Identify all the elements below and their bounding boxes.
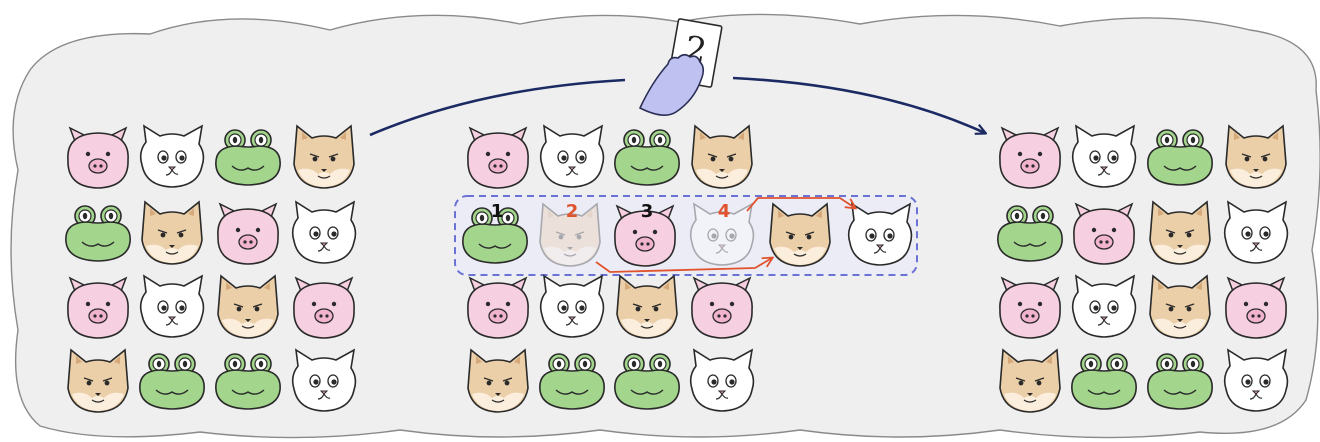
before-fox-icon (67, 348, 129, 413)
position-label-1: 1 (491, 201, 504, 222)
hand-icon (638, 53, 705, 116)
middle-pig-icon (467, 276, 529, 339)
after-fox-icon (1149, 200, 1211, 265)
before-frog-icon (215, 129, 281, 186)
selection-fox-icon (769, 202, 831, 267)
before-cat-icon (291, 348, 357, 412)
before-frog-icon (65, 205, 131, 262)
middle-cat-icon (689, 348, 755, 412)
selection-pig-icon (614, 204, 676, 267)
position-label-2: 2 (566, 201, 579, 222)
after-pig-icon (999, 126, 1061, 189)
after-fox-icon (999, 348, 1061, 413)
before-frog-icon (215, 353, 281, 410)
move-arrow-upper (746, 197, 855, 212)
after-frog-icon (1147, 353, 1213, 410)
after-frog-icon (1071, 353, 1137, 410)
before-cat-icon (139, 124, 205, 188)
middle-fox-icon (691, 124, 753, 189)
before-pig-icon (67, 126, 129, 189)
before-pig-icon (217, 202, 279, 265)
after-cat-icon (1223, 200, 1289, 264)
selection-cat-icon (689, 202, 755, 266)
after-pig-icon (999, 276, 1061, 339)
middle-fox-icon (616, 274, 678, 339)
selection-fox-icon (539, 202, 601, 267)
position-label-3: 3 (641, 201, 654, 222)
before-fox-icon (293, 124, 355, 189)
after-cat-icon (1071, 274, 1137, 338)
after-cat-icon (1071, 124, 1137, 188)
after-fox-icon (1149, 274, 1211, 339)
middle-cat-icon (539, 274, 605, 338)
middle-frog-icon (539, 353, 605, 410)
arrow-before-to-card (369, 78, 626, 137)
after-fox-icon (1225, 124, 1287, 189)
before-cat-icon (139, 274, 205, 338)
before-fox-icon (217, 274, 279, 339)
position-label-4: 4 (718, 201, 731, 222)
middle-pig-icon (467, 126, 529, 189)
before-pig-icon (293, 276, 355, 339)
before-frog-icon (139, 353, 205, 410)
after-pig-icon (1225, 276, 1287, 339)
middle-cat-icon (539, 124, 605, 188)
after-pig-icon (1073, 202, 1135, 265)
middle-frog-icon (614, 353, 680, 410)
selection-cat-icon (847, 202, 913, 266)
arrow-card-to-after (732, 76, 985, 133)
after-frog-icon (1147, 129, 1213, 186)
after-frog-icon (997, 205, 1063, 262)
middle-fox-icon (467, 348, 529, 413)
before-pig-icon (67, 276, 129, 339)
selection-frog-icon (462, 207, 528, 264)
move-arrow-lower (595, 258, 772, 273)
middle-pig-icon (691, 276, 753, 339)
middle-frog-icon (614, 129, 680, 186)
before-fox-icon (141, 200, 203, 265)
before-cat-icon (291, 200, 357, 264)
after-cat-icon (1223, 348, 1289, 412)
